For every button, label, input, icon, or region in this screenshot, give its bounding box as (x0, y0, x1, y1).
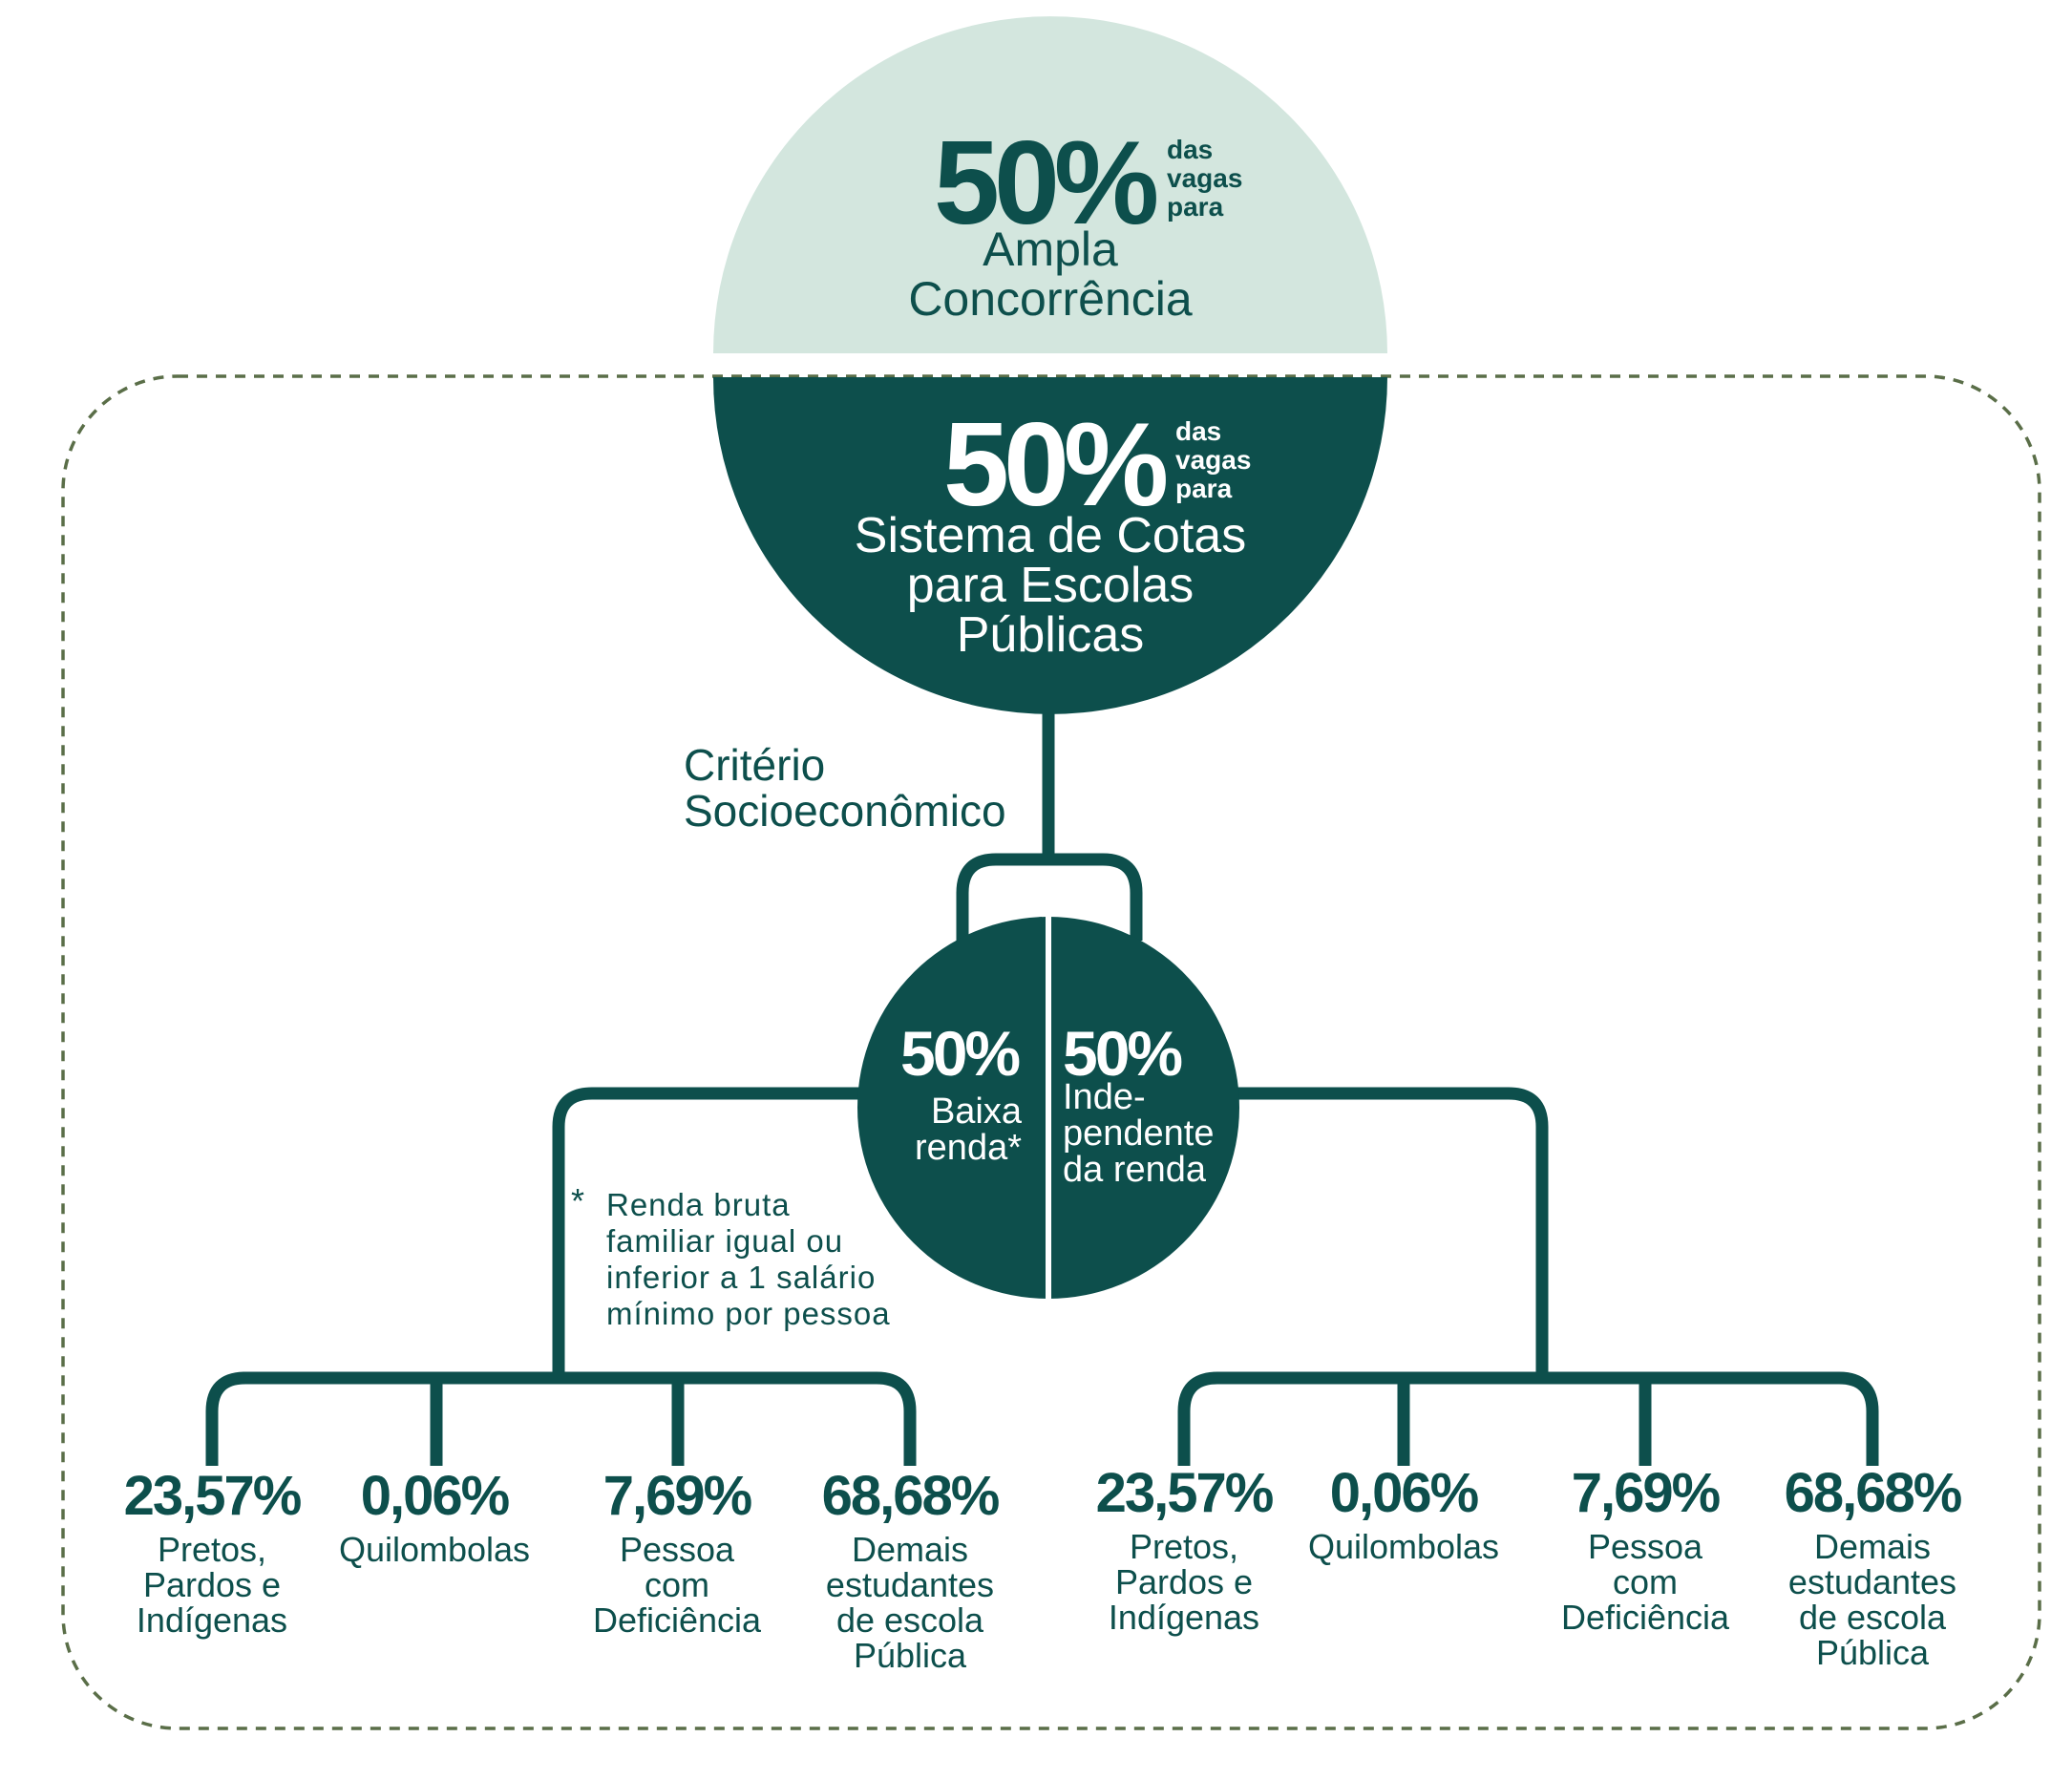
group-percent: 7,69% (603, 1465, 752, 1527)
right-group-deficiencia: 7,69% Pessoa com Deficiência (1502, 1462, 1788, 1637)
group-label: Pessoa com Deficiência (1560, 1527, 1730, 1637)
connector-left-groups (205, 1371, 917, 1466)
left-group-deficiencia: 7,69% Pessoa com Deficiência (534, 1465, 820, 1640)
ampla-percent: 50% (934, 117, 1159, 249)
left-group-quilombolas: 0,06% Quilombolas (291, 1465, 578, 1569)
group-label: Pretos, Pardos e Indígenas (136, 1530, 288, 1640)
left-group-pretos: 23,57% Pretos, Pardos e Indígenas (69, 1465, 355, 1640)
group-percent: 68,68% (1784, 1462, 1963, 1524)
group-label: Demais estudantes de escola Pública (1787, 1527, 1957, 1672)
group-percent: 0,06% (360, 1465, 510, 1527)
footnote-mark: * (571, 1181, 585, 1220)
quota-frame (61, 374, 2041, 1730)
group-label: Pessoa com Deficiência (592, 1530, 762, 1640)
connector-split (956, 853, 1143, 941)
group-percent: 0,06% (1329, 1462, 1479, 1524)
quota-semicircle (713, 377, 1387, 714)
right-group-quilombolas: 0,06% Quilombolas (1260, 1462, 1547, 1566)
left-group-demais: 68,68% Demais estudantes de escola Públi… (767, 1465, 1053, 1675)
group-label: Pretos, Pardos e Indígenas (1108, 1527, 1260, 1637)
group-label: Demais estudantes de escola Pública (825, 1530, 995, 1675)
group-percent: 7,69% (1571, 1462, 1721, 1524)
low-income-percent: 50% (900, 1018, 1021, 1089)
right-group-pretos: 23,57% Pretos, Pardos e Indígenas (1041, 1462, 1327, 1637)
connector-right (1234, 1087, 1549, 1378)
group-percent: 23,57% (123, 1465, 303, 1527)
connector-left (552, 1087, 859, 1378)
group-percent: 68,68% (821, 1465, 1001, 1527)
group-label: Quilombolas (1307, 1527, 1500, 1566)
ampla-semicircle (713, 16, 1387, 354)
independent-percent: 50% (1063, 1018, 1183, 1089)
group-label: Quilombolas (338, 1530, 531, 1569)
connector-right-groups (1177, 1371, 1879, 1466)
quota-percent: 50% (943, 399, 1169, 531)
group-percent: 23,57% (1095, 1462, 1275, 1524)
right-group-demais: 68,68% Demais estudantes de escola Públi… (1729, 1462, 2016, 1672)
